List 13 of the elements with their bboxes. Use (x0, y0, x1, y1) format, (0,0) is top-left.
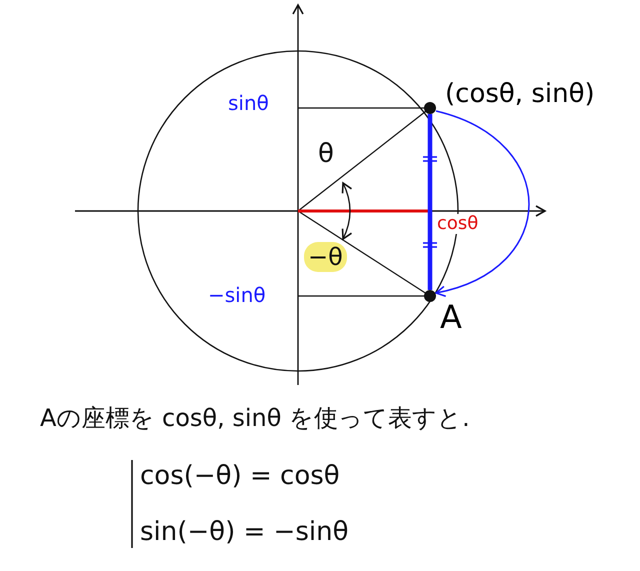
equation: sin(−θ) = −sinθ (140, 518, 348, 547)
point-label: A (440, 300, 462, 336)
axis-label: cosθ (436, 214, 480, 234)
sentence: Aの座標を cosθ, sinθ を使って表すと. (40, 405, 470, 432)
point-dot (424, 102, 436, 114)
point-dot (424, 290, 436, 302)
angle-label: −θ (304, 242, 347, 272)
arrow (435, 110, 530, 296)
angle-label: θ (318, 140, 334, 169)
axis-label: −sinθ (208, 284, 266, 306)
axis-label: sinθ (228, 92, 269, 114)
point-label: (cosθ, sinθ) (445, 80, 595, 109)
equation: cos(−θ) = cosθ (140, 462, 340, 491)
